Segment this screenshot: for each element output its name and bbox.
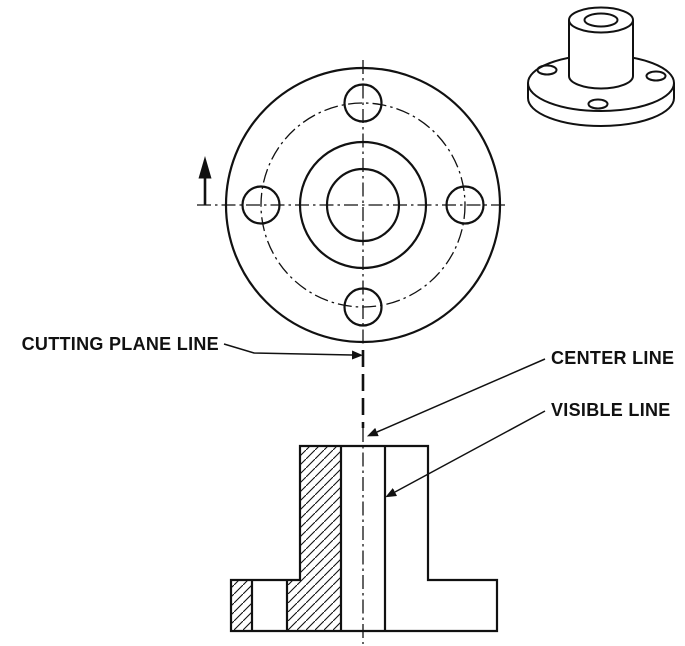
pictorial-base-side [527,83,675,127]
bolt-hole-right [445,185,485,225]
visible-line-callout: VISIBLE LINE [385,400,671,498]
section-outline [229,444,499,633]
visible-line-label: VISIBLE LINE [551,400,671,420]
pictorial-bolt-hole-front [587,98,609,110]
boss-circle [298,140,428,270]
pictorial-bolt-hole-right [645,70,667,82]
bolt-hole-left [241,185,281,225]
cutting-plane-line-callout: CUTTING PLANE LINE [22,334,363,360]
center-line-callout: CENTER LINE [366,348,674,437]
pictorial-cylinder [568,20,634,90]
bolt-hole-top [343,83,383,123]
cutting-plane-line-label: CUTTING PLANE LINE [22,334,219,354]
center-line-label: CENTER LINE [551,348,674,368]
center-line-leader-line [366,358,546,437]
flange-outer-circle [224,66,502,344]
pictorial-bolt-hole-left [536,64,558,76]
bolt-hole-bottom [343,287,383,327]
visible-line-leader-line [385,410,546,498]
top-view [197,60,506,347]
bore-circle [325,167,401,243]
annotations: CUTTING PLANE LINE CENTER LINE VISIBLE L… [22,334,674,498]
hatch-area-boss-wall [287,446,341,631]
viewing-arrow-head [198,156,212,179]
bolt-circle-centerline [260,102,466,308]
viewing-direction-arrow [198,156,212,205]
cutting-plane-leader-line [223,343,363,360]
hatch-area-flange-edge [231,580,252,631]
section-view [229,428,499,644]
pictorial-view [527,6,675,127]
pictorial-bore-hole [583,12,619,28]
